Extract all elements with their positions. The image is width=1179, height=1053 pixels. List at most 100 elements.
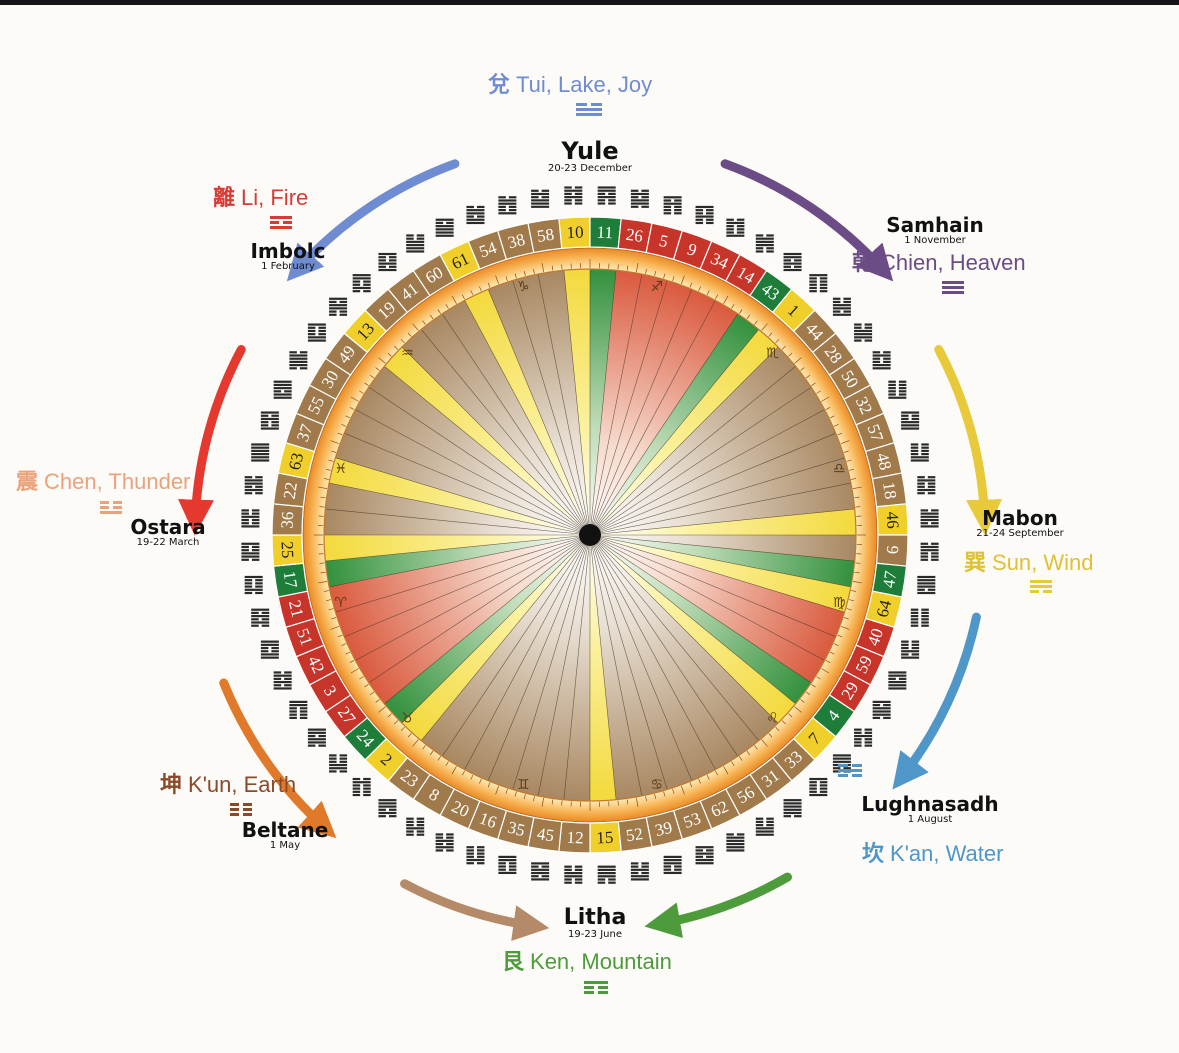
trigram-line [576, 108, 602, 111]
tick [350, 668, 359, 674]
trigram-symbol-li [270, 216, 292, 231]
hexagram-number: 53 [681, 808, 703, 832]
zodiac-glyph: ♍ [833, 595, 846, 611]
tick [445, 761, 449, 766]
tick [654, 270, 657, 277]
tick [378, 357, 386, 364]
hexagram-symbol [498, 855, 517, 875]
tick [829, 415, 835, 419]
hexagram-symbol [854, 323, 873, 342]
tick [852, 486, 862, 489]
hexagram-number: 42 [304, 653, 328, 676]
tick [323, 590, 329, 592]
hexagram-symbol [435, 218, 454, 237]
tick [775, 726, 780, 731]
trigram-line [100, 511, 122, 514]
tick [617, 800, 619, 806]
sector-32 [590, 409, 836, 535]
tick [706, 290, 710, 296]
tick [369, 691, 375, 696]
hexagram-symbol [531, 189, 550, 208]
tick [854, 571, 860, 574]
tick [846, 459, 852, 462]
tick [364, 684, 369, 688]
spoke [589, 534, 693, 781]
hexagram-number: 61 [449, 249, 472, 273]
trigram-line [838, 769, 862, 772]
tick [715, 770, 719, 776]
tick [514, 791, 517, 797]
hexagram-number: 12 [566, 828, 584, 848]
tick [754, 745, 758, 750]
tick [350, 396, 359, 402]
spoke [329, 482, 591, 536]
hexagram-symbol [809, 777, 828, 797]
season-arrow [934, 345, 1002, 536]
spoke [589, 534, 617, 800]
hexagram-symbol [630, 189, 649, 208]
hexagram-symbol [920, 542, 939, 561]
spoke [589, 534, 739, 757]
spoke [384, 534, 591, 704]
tick [800, 367, 805, 371]
tick [319, 506, 325, 508]
spoke [487, 534, 591, 781]
tick [541, 263, 544, 273]
tick [533, 268, 535, 274]
tick [811, 382, 816, 386]
tick [843, 450, 849, 453]
spoke [344, 432, 591, 536]
zodiac-glyph: ♋ [650, 777, 663, 793]
tick [337, 432, 343, 436]
sector-55 [344, 409, 590, 535]
hexagram-number: 52 [625, 824, 645, 845]
tick [854, 496, 860, 499]
spoke [589, 534, 825, 661]
hexagram-symbol [755, 234, 774, 253]
spoke [589, 534, 668, 790]
hexagram-symbol [695, 846, 714, 865]
season-arrow [219, 678, 337, 839]
tick [840, 625, 850, 630]
spoke [537, 534, 591, 796]
tick [445, 304, 449, 309]
trigram-symbol-tui [576, 103, 602, 118]
sector-13 [384, 346, 590, 535]
sector-27 [368, 535, 590, 704]
tick [825, 406, 831, 410]
tick [851, 478, 857, 480]
hexagram-symbol [307, 728, 326, 747]
hexagram-number: 15 [596, 828, 614, 848]
tick [794, 706, 802, 713]
hexagram-symbol [832, 297, 851, 316]
hexagram-number: 17 [280, 570, 301, 590]
sector-23 [421, 535, 590, 757]
tick [479, 778, 482, 784]
tick [788, 713, 793, 718]
tick [451, 295, 457, 304]
hexagram-number: 20 [449, 797, 472, 821]
hexagram-symbol [809, 274, 828, 293]
tick [429, 314, 434, 320]
spoke [589, 366, 796, 536]
hexagram-symbol [352, 777, 371, 797]
hexagram-symbol [888, 671, 907, 690]
spoke [368, 534, 591, 684]
hexagram-symbol [597, 186, 616, 205]
hexagram-symbol [352, 274, 371, 293]
spoke [355, 409, 591, 536]
tick [739, 309, 743, 314]
spoke [589, 508, 855, 536]
sector-51 [335, 535, 590, 637]
tick [320, 496, 326, 499]
season-arrow [892, 612, 981, 790]
spoke [589, 534, 845, 613]
sector-8 [442, 535, 590, 770]
season-arrow [286, 159, 460, 282]
spoke [464, 534, 591, 770]
trigram-line [230, 808, 252, 811]
tick [400, 726, 405, 731]
tick [821, 396, 830, 402]
